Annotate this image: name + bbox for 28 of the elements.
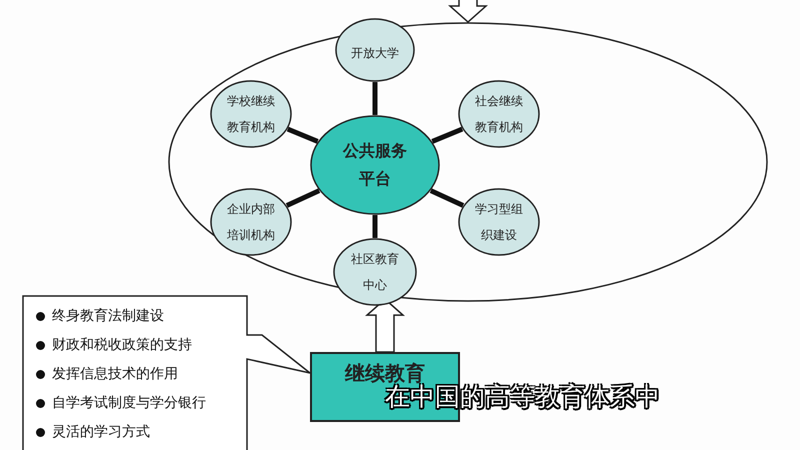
ellipse-label: 公共服务平台 (342, 140, 408, 190)
bullet-text: 终身教育法制建设 (52, 307, 164, 326)
connector-line (430, 188, 464, 208)
bullet-text: 发挥信息技术的作用 (52, 365, 178, 384)
bullet-text: 灵活的学习方式 (52, 423, 150, 442)
connector-line (431, 126, 464, 144)
institution-ellipse (210, 80, 292, 148)
ellipse-label: 企业内部培训机构 (226, 201, 276, 244)
ellipse-label: 学校继续教育机构 (226, 93, 276, 136)
ellipse-label: 社会继续教育机构 (474, 93, 524, 136)
ellipse-label: 社区教育中心 (350, 251, 400, 294)
institution-ellipse (333, 238, 417, 306)
connector-line (286, 188, 320, 208)
institution-ellipse (458, 188, 540, 256)
ellipse-label: 学习型组织建设 (474, 201, 524, 244)
bullet-text: 自学考试制度与学分银行 (52, 394, 206, 413)
callout-box (22, 295, 312, 450)
box-title: 继续教育 (344, 360, 425, 385)
hollow-arrow (448, 0, 488, 23)
connector-line (286, 126, 319, 144)
institution-ellipse (210, 188, 292, 256)
ellipse-label: 开放大学 (350, 45, 400, 62)
connector-line (372, 215, 378, 238)
connector-line (372, 82, 378, 115)
institution-ellipse (335, 18, 415, 82)
bullet-text: 财政和税收政策的支持 (52, 336, 192, 355)
institution-ellipse (458, 80, 540, 148)
hub-circle (310, 115, 440, 215)
